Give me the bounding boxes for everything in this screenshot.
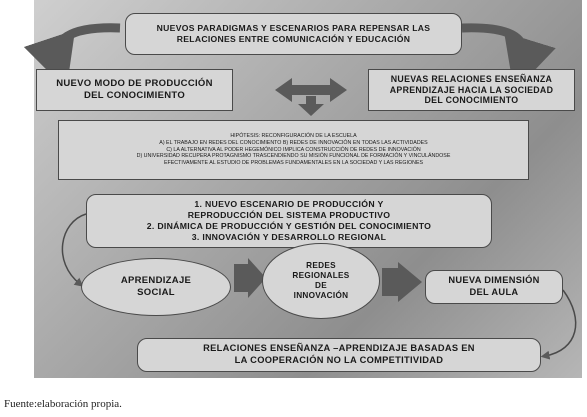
scenario-line-2: REPRODUCCIÓN DEL SISTEMA PRODUCTIVO [187,210,391,221]
source-caption: Fuente:elaboración propia. [4,398,122,410]
hypothesis-line-a: A) EL TRABAJO EN REDES DEL CONOCIMIENTO … [159,140,428,147]
hypothesis-line-d-cont: EFECTIVAMENTE AL ESTUDIO DE PROBLEMAS FU… [163,159,424,166]
scenario-line-1: 1. NUEVO ESCENARIO DE PRODUCCIÓN Y [194,199,384,210]
social-line-2: SOCIAL [137,287,175,298]
down-arrow [298,96,324,116]
scenario-line-4: 3. INNOVACIÓN Y DESARROLLO REGIONAL [191,231,387,242]
classroom-line-1: NUEVA DIMENSIÓN [448,275,540,286]
scenario-box: 1. NUEVO ESCENARIO DE PRODUCCIÓN Y REPRO… [86,194,492,248]
networks-line-2: REGIONALES [292,270,350,280]
teaching-learning-box: NUEVAS RELACIONES ENSEÑANZA APRENDIZAJE … [368,69,575,111]
right-box-line-3: DEL CONOCIMIENTO [424,95,519,106]
networks-line-1: REDES [306,260,336,270]
hypothesis-line-c: C) LA ALTERNATIVA AL PODER HEGEMÓNICO IM… [166,146,421,153]
hypothesis-heading: HIPÓTESIS: RECONFIGURACIÓN DE LA ESCUELA [230,133,357,140]
social-line-1: APRENDIZAJE [120,275,192,287]
networks-line-3: DE [315,281,327,290]
classroom-box: NUEVA DIMENSIÓN DEL AULA [425,270,563,304]
right-box-line-1: NUEVAS RELACIONES ENSEÑANZA [390,73,553,84]
curved-arrow-right-bottom [540,289,577,360]
double-arrow-horizontal [275,78,347,102]
title-line-2: RELACIONES ENTRE COMUNICACIÓN Y EDUCACIÓ… [176,34,411,44]
social-learning-ellipse: APRENDIZAJE SOCIAL [81,258,231,316]
knowledge-production-box: NUEVO MODO DE PRODUCCIÓN DEL CONOCIMIENT… [36,69,233,111]
curved-arrow-top-right [461,23,556,92]
networks-line-4: INNOVACIÓN [293,291,349,301]
bottom-line-1: RELACIONES ENSEÑANZA –APRENDIZAJE BASADA… [203,343,475,354]
left-box-line-1: NUEVO MODO DE PRODUCCIÓN [56,78,213,90]
bottom-line-2: LA COOPERACIÓN NO LA COMPETITIVIDAD [234,355,444,365]
curved-arrow-scenario-social [61,213,87,287]
hypothesis-line-d: D) UNIVERSIDAD RECUPERA PROTAGNISMO TRAS… [136,153,451,160]
block-arrow-networks-classroom [382,262,422,302]
title-box: NUEVOS PARADIGMAS Y ESCENARIOS PARA REPE… [125,13,462,55]
left-box-line-2: DEL CONOCIMIENTO [83,90,186,101]
cooperation-box: RELACIONES ENSEÑANZA –APRENDIZAJE BASADA… [137,338,541,372]
classroom-line-2: DEL AULA [469,287,519,297]
curved-arrow-top-left [23,23,121,90]
right-box-line-2: APRENDIZAJE HACIA LA SOCIEDAD [389,84,554,95]
hypothesis-box: HIPÓTESIS: RECONFIGURACIÓN DE LA ESCUELA… [58,120,529,180]
title-line-1: NUEVOS PARADIGMAS Y ESCENARIOS PARA REPE… [156,23,431,34]
regional-networks-ellipse: REDES REGIONALES DE INNOVACIÓN [262,243,380,319]
block-arrow-social-networks [234,258,266,298]
scenario-line-3: 2. DINÁMICA DE PRODUCCIÓN Y GESTIÓN DEL … [146,221,432,231]
